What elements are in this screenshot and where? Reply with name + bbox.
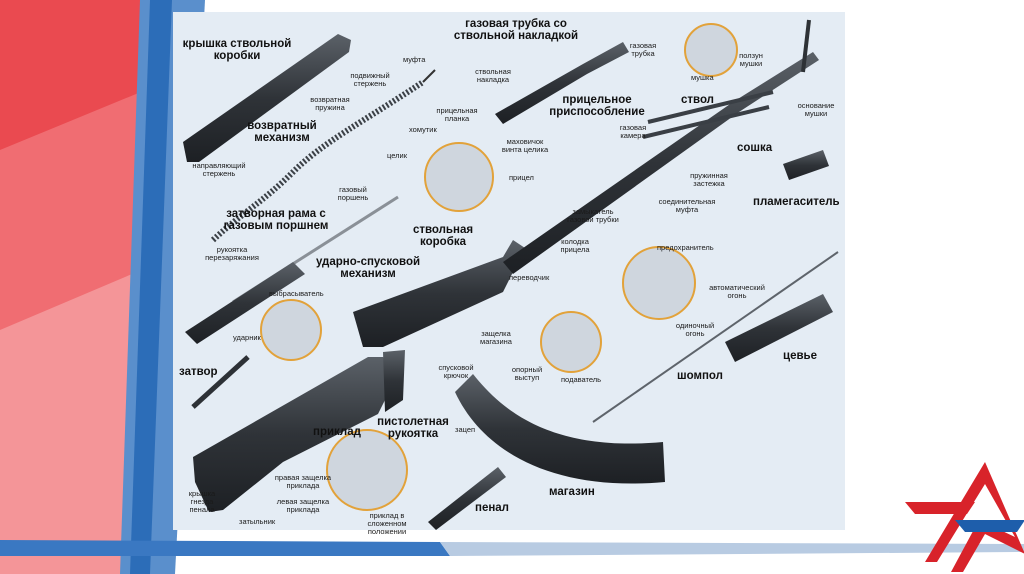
label-hook: зацеп [455,426,475,434]
label-front-sight: мушка [691,74,714,82]
label-auto-fire: автоматический огонь [707,284,767,300]
label-guide-rod: направляющий стержень [179,162,259,178]
label-firing-pin: ударник [233,334,261,342]
label-stock-latch-right: правая защелка приклада [271,474,335,490]
label-rear-sight: целик [387,152,407,160]
magazine-part [455,374,665,484]
flash-hider-part [783,150,829,180]
label-flash-hider: пламегаситель [753,196,840,208]
label-trigger-mechanism: ударно-спусковой механизм [313,256,423,280]
label-barrel: ствол [681,94,714,106]
label-barrel-handguard: ствольная накладка [469,68,517,84]
label-recoil-spring: возвратная пружина [305,96,355,112]
rifle-parts-drawing [173,12,845,530]
label-cleaning-rod: шомпол [677,370,723,382]
label-bolt-carrier: затворная рама с газовым поршнем [215,208,337,232]
inset-rear-sight-detail [425,143,493,211]
diagram-panel: крышка ствольной коробки газовая трубка … [173,12,845,530]
label-handguard: цевье [783,350,817,362]
label-bolt: затвор [179,366,218,378]
label-charging-handle: рукоятка перезаряжания [199,246,265,262]
label-trigger: спусковой крючок [433,364,479,380]
inset-gas-tube-detail [685,24,737,76]
label-support-lug: опорный выступ [507,366,547,382]
inset-ejector-detail [261,300,321,360]
army-star-logo [895,462,1024,572]
label-single-fire: одиночный огонь [671,322,719,338]
label-safety: предохранитель [657,244,714,252]
pistol-grip-part [383,350,405,412]
bolt-part [193,357,248,407]
label-recoil-mechanism: возвратный механизм [239,120,325,144]
label-butt-cap: крышка гнезда пенала [179,490,225,514]
label-front-sight-base: основание мушки [791,102,841,118]
label-connecting-coupling: соединительная муфта [655,198,719,214]
label-follower: подаватель [561,376,601,384]
label-receiver-cover: крышка ствольной коробки [177,38,297,62]
oil-case-part [428,467,506,530]
label-selector: переводчик [509,274,549,282]
label-gas-tube: газовая трубка со ствольной накладкой [451,18,581,42]
label-sight-block: прицел [509,174,534,182]
inset-follower-detail [541,312,601,372]
label-sight-block-base: колодка прицела [555,238,595,254]
bottom-blue-stripe [0,540,450,556]
label-sighting-device: прицельное приспособление [549,94,645,118]
label-sight-base: прицельная планка [429,107,485,123]
label-stock: приклад [313,426,361,438]
label-clamp: хомутик [409,126,437,134]
label-guide-rod-movable: подвижный стержень [343,72,397,88]
inset-selector-detail [623,247,695,319]
label-front-sight-slider: ползун мушки [731,52,771,68]
label-ejector: выбрасыватель [269,290,324,298]
inset-stock-latch-detail [327,430,407,510]
label-mag-latch: защелка магазина [473,330,519,346]
label-gas-tube-small: газовая трубка [621,42,665,58]
guide-rod-part [423,70,435,82]
label-spring-latch: пружинная застежка [685,172,733,188]
label-pistol-grip: пистолетная рукоятка [373,416,453,440]
label-magazine: магазин [549,486,595,498]
label-bipod: сошка [737,142,772,154]
label-oil-case: пенал [475,502,509,514]
label-stock-latch-left: левая защелка приклада [271,498,335,514]
label-gas-piston: газовый поршень [333,186,373,202]
label-receiver: ствольная коробка [407,224,479,248]
label-butt-plate: затыльник [239,518,275,526]
label-stock-folded: приклад в сложенном положении [355,512,419,536]
label-spring-coupling: муфта [403,56,425,64]
label-gas-chamber: газовая камера [611,124,655,140]
label-sight-adjust-wheel: маховичок винта целика [497,138,553,154]
label-gas-tube-lock: замыкатель газовой трубки [565,208,621,224]
